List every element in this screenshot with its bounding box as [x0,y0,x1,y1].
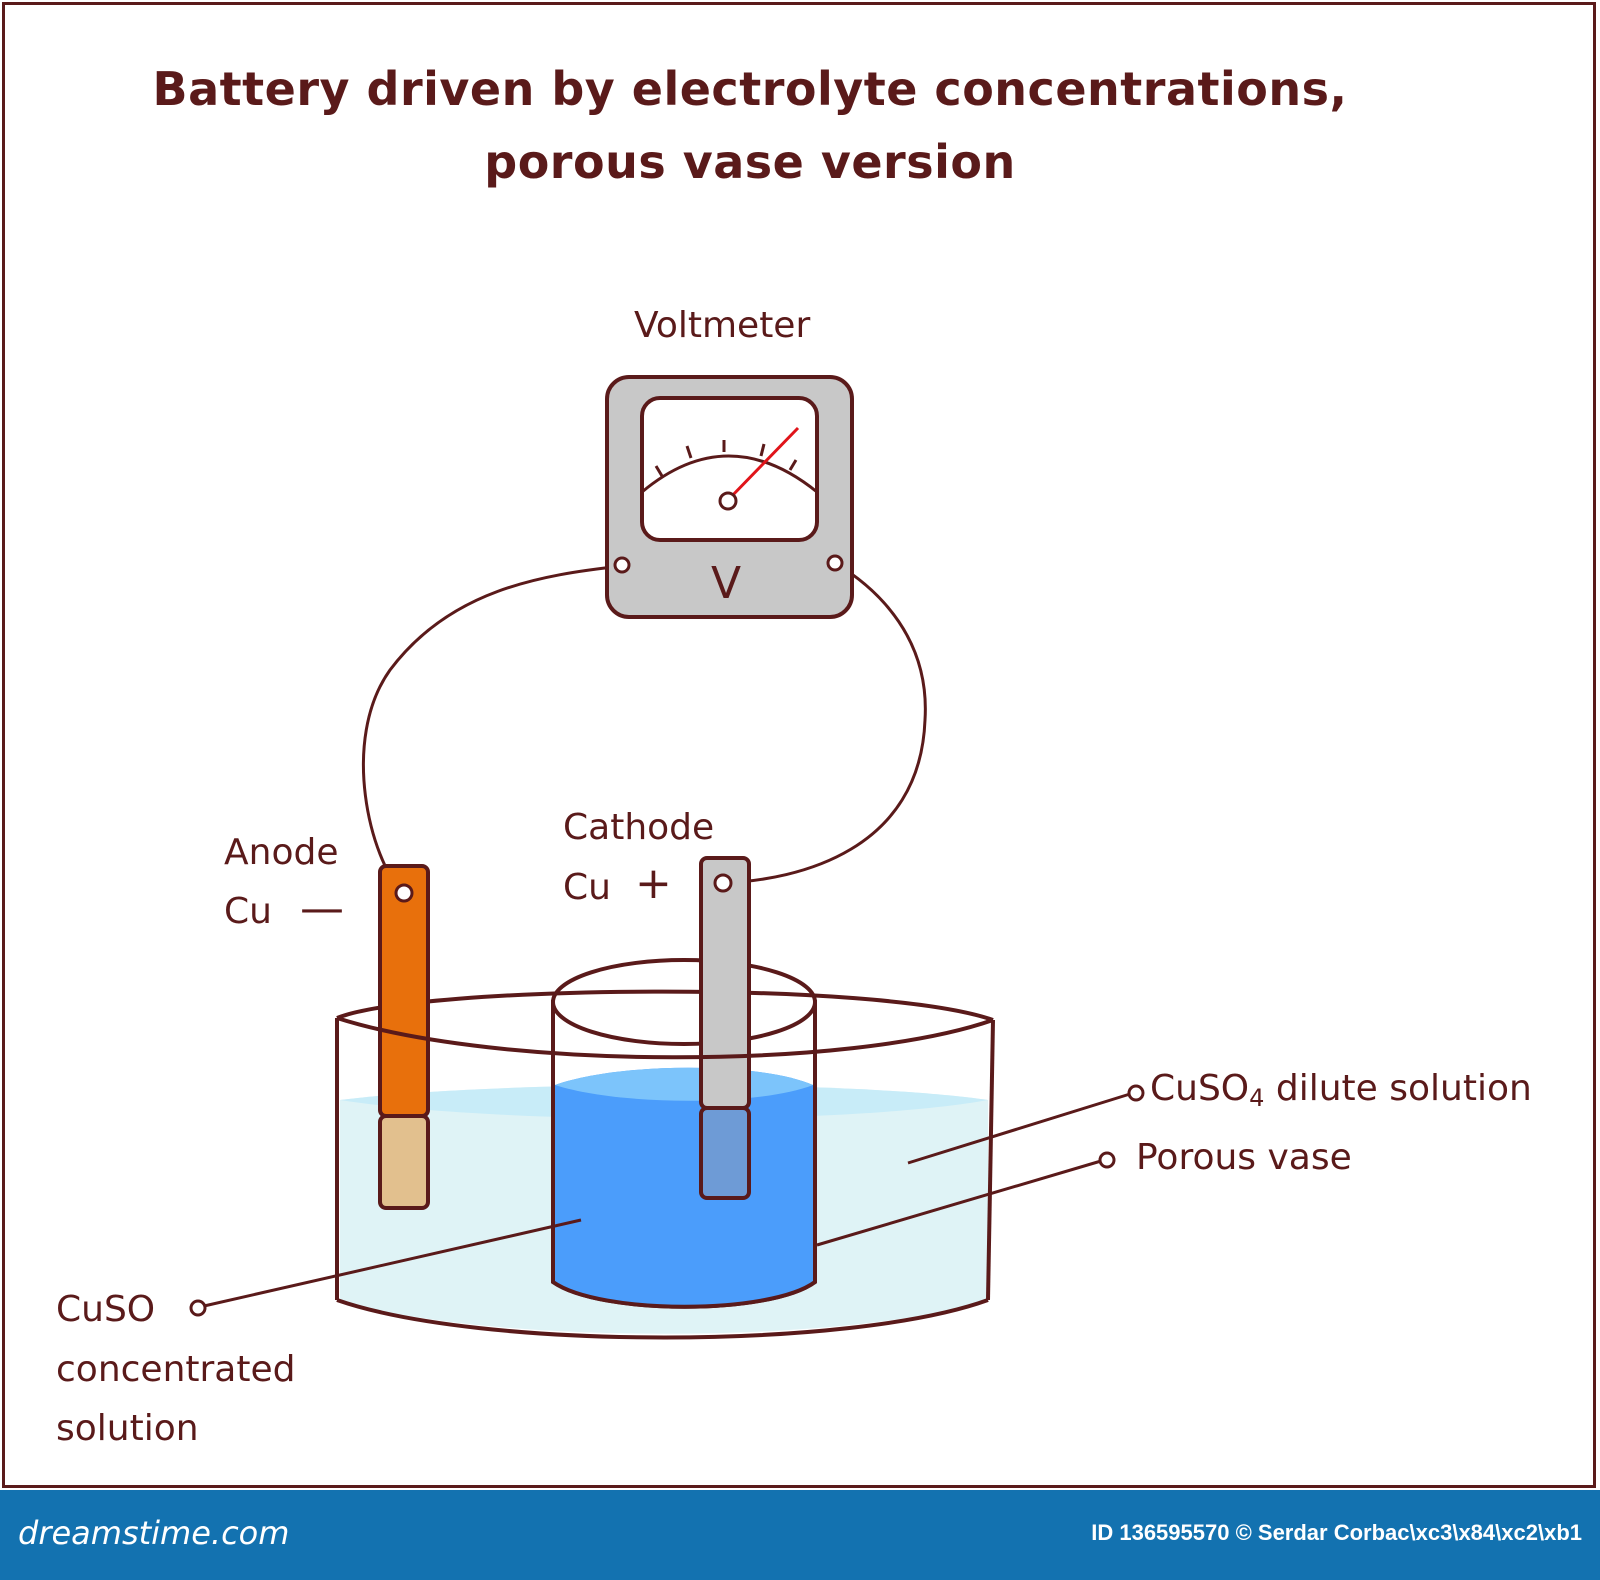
leader-porous-vase [816,1159,1102,1247]
dilute-formula: CuSO [1150,1068,1250,1109]
leader-dilute [907,1092,1131,1165]
terminal-left [613,556,631,574]
diagram-title-line-2: porous vase version [484,135,1016,189]
dilute-subscript: 4 [1249,1084,1265,1112]
footer-logo[interactable]: dreamstime.com [18,1514,290,1552]
cathode-metal-label: Cu [563,867,611,908]
diagram-frame [2,2,1596,1488]
porous-vase-label: Porous vase [1136,1137,1352,1178]
anode-metal-label: Cu [224,891,272,932]
footer-bar: dreamstime.com ID 136595570 © Serdar Cor… [0,1490,1600,1580]
negative-sign: — [300,883,344,934]
anode-strip [378,864,430,1210]
leader-lines [189,1084,1145,1317]
electrochemical-cell-drawing [189,375,1145,1340]
cathode-strip [699,856,751,1200]
voltmeter-needle [726,426,800,502]
porous-vase [551,958,817,1309]
positive-sign: + [635,858,672,909]
anode-label: Anode [224,832,339,873]
outer-container [335,1016,995,1340]
voltmeter-device [605,375,854,619]
concentrated-label-line2: concentrated [56,1349,296,1390]
dilute-solution-label: CuSO4 dilute solution [1150,1068,1532,1112]
cathode-label: Cathode [563,807,715,848]
concentrated-label-line3: solution [56,1408,199,1449]
anode-wire [362,564,623,895]
voltmeter-label: Voltmeter [634,305,811,346]
voltmeter-symbol: V [711,558,742,609]
dilute-description: dilute solution [1264,1068,1532,1109]
leader-concentrated [203,1218,582,1308]
cathode-wire [722,561,927,885]
concentrated-formula-label: CuSO [56,1289,156,1330]
diagram-title-line-1: Battery driven by electrolyte concentrat… [152,62,1348,116]
terminal-right [826,554,844,572]
footer-image-id: ID 136595570 © Serdar Corbac\xc3\x84\xc2… [1091,1520,1582,1545]
